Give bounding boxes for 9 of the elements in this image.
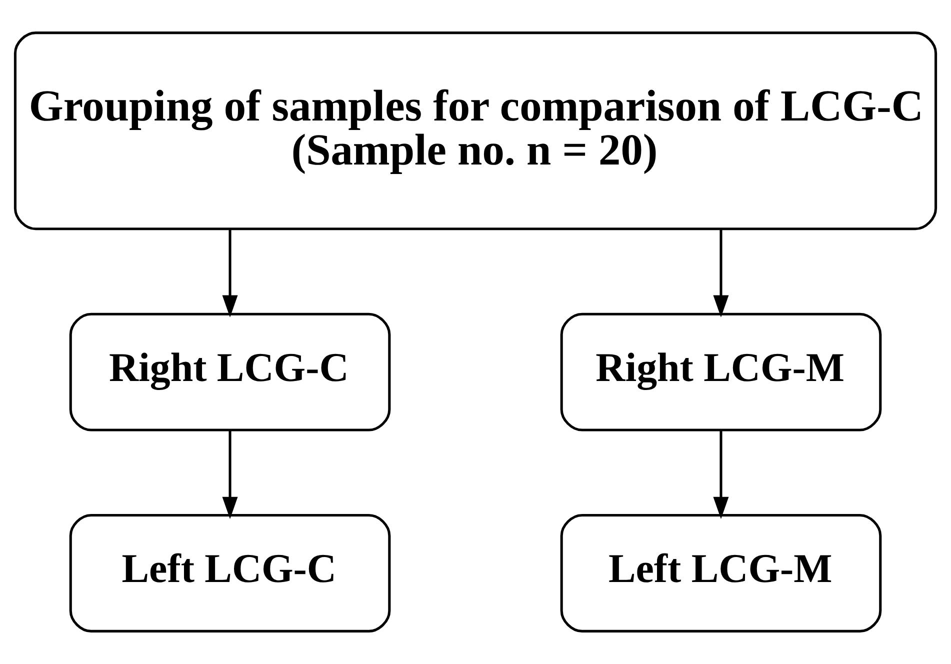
arrow <box>222 430 238 520</box>
node-box: Left LCG-C <box>69 514 391 632</box>
node-box: Left LCG-M <box>560 514 882 632</box>
arrow <box>713 228 729 318</box>
node-box: Right LCG-C <box>69 312 391 432</box>
arrow <box>713 430 729 520</box>
node-box: Grouping of samples for comparison of LCG-C (Sample no. n = 20) <box>14 32 938 230</box>
node-box: Right LCG-M <box>560 312 882 432</box>
arrow <box>222 228 238 318</box>
